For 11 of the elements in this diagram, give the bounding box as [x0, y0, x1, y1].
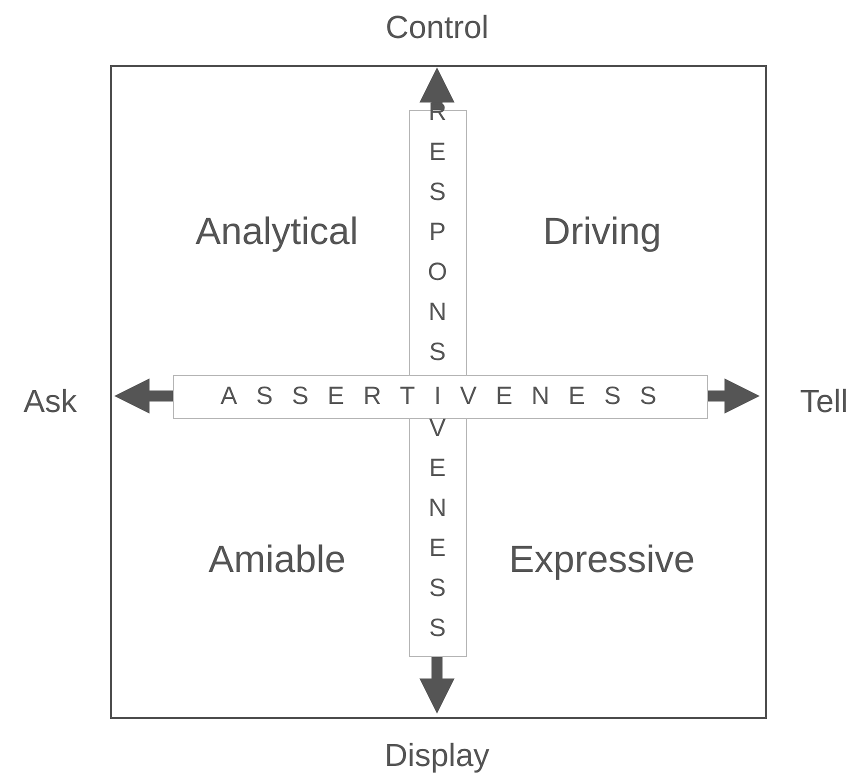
quadrant-label: Analytical — [196, 213, 358, 251]
end-label: Tell — [800, 385, 848, 417]
end-label: Display — [384, 739, 490, 771]
axis-label: ASSERTIVENESS — [220, 384, 676, 408]
end-label: Control — [386, 11, 489, 43]
quadrant-label: Expressive — [509, 541, 695, 579]
quadrant-label: Driving — [543, 213, 662, 251]
end-label: Ask — [24, 385, 77, 417]
axis-label: VENESS — [424, 414, 450, 654]
quadrant-label: Amiable — [208, 541, 346, 579]
axis-label: RESPONS — [424, 98, 450, 378]
